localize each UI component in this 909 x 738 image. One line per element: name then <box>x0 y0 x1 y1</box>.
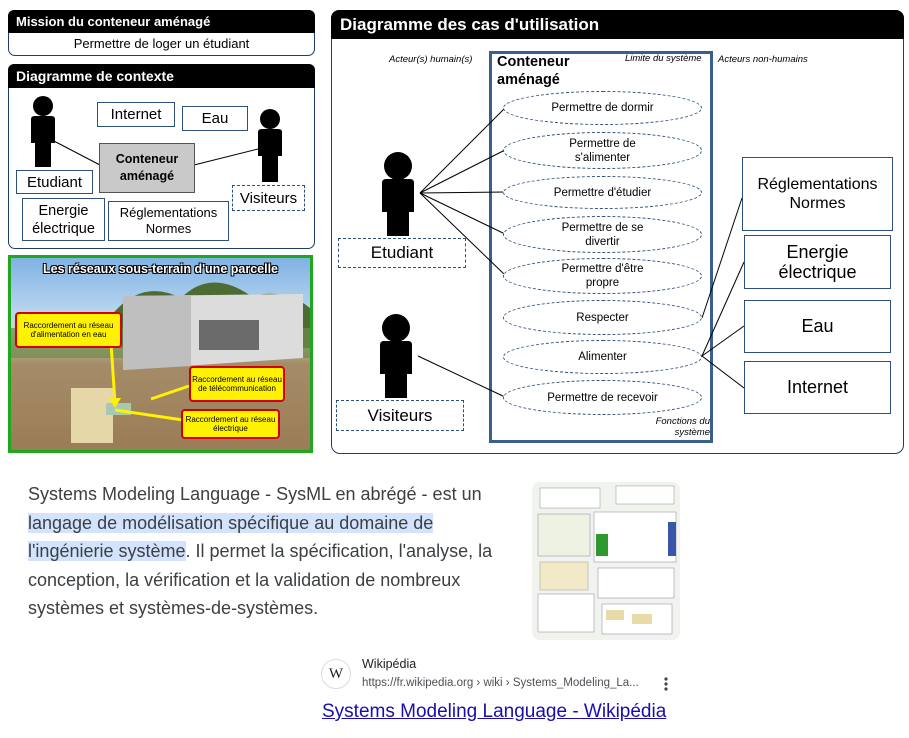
context-center: Conteneur aménagé <box>99 143 195 193</box>
callout-elec: Raccordement au réseau électrique <box>181 409 280 439</box>
snippet-text-pre: Systems Modeling Language - SysML en abr… <box>28 484 482 504</box>
actor-internet: Internet <box>744 361 891 414</box>
photo-scene <box>11 282 310 443</box>
source-url[interactable]: https://fr.wikipedia.org › wiki › System… <box>362 677 639 689</box>
context-energie: Energie électrique <box>22 198 105 241</box>
photo-title: Les réseaux sous-terrain d'une parcelle <box>42 262 279 276</box>
more-vert-icon[interactable] <box>660 676 672 692</box>
usecase-recevoir: Permettre de recevoir <box>503 380 702 415</box>
system-name: Conteneur aménagé <box>497 54 570 88</box>
usecase-etudier: Permettre d'étudier <box>503 176 702 209</box>
context-connectors <box>31 96 282 182</box>
actor-eau: Eau <box>744 300 891 353</box>
wikipedia-favicon[interactable]: W <box>321 659 351 689</box>
label-humans: Acteur(s) humain(s) <box>389 54 473 65</box>
result-title-link[interactable]: Systems Modeling Language - Wikipédia <box>322 701 667 722</box>
context-etudiant: Etudiant <box>16 170 93 194</box>
usecase-title: Diagramme des cas d'utilisation <box>331 10 904 39</box>
label-functions: Fonctions du système <box>655 416 710 438</box>
callout-arrows <box>109 342 190 422</box>
usecase-etudiant-person-icon <box>382 152 414 236</box>
callout-eau: Raccordement au réseau d'alimentation en… <box>15 312 122 348</box>
parcel-photo: Les réseaux sous-terrain d'une parcelle … <box>8 255 313 453</box>
mission-title: Mission du conteneur aménagé <box>8 10 315 33</box>
context-title: Diagramme de contexte <box>8 64 315 88</box>
label-nonhumans: Acteurs non-humains <box>718 54 808 65</box>
mission-panel: Mission du conteneur aménagé Permettre d… <box>8 10 315 56</box>
source-name[interactable]: Wikipédia <box>362 657 417 671</box>
usecase-connectors <box>380 107 745 398</box>
label-limit: Limite du système <box>625 53 702 64</box>
snippet-text-post: . Il permet la spécification, l'analyse,… <box>28 541 493 618</box>
context-internet: Internet <box>97 102 175 127</box>
sysml-diagram-thumbnail-image <box>532 482 680 640</box>
etudiant-person-icon <box>31 96 55 167</box>
actor-reglementations: Réglementations Normes <box>742 157 893 231</box>
usecase-respecter: Respecter <box>503 300 702 335</box>
mission-text: Permettre de loger un étudiant <box>73 36 250 51</box>
context-visiteurs: Visiteurs <box>232 185 305 211</box>
usecase-alimenter: Alimenter <box>503 340 702 374</box>
usecase-divertir: Permettre de se divertir <box>503 216 702 253</box>
actor-energie: Energie électrique <box>744 235 891 289</box>
callout-telecom: Raccordement au réseau de télécommunicat… <box>189 366 285 402</box>
actor-visiteurs: Visiteurs <box>336 400 464 431</box>
usecase-dormir: Permettre de dormir <box>503 91 702 125</box>
sysml-thumbnail[interactable] <box>532 482 680 640</box>
context-reglementations: Réglementations Normes <box>108 201 229 241</box>
actor-etudiant: Etudiant <box>338 238 466 268</box>
context-eau: Eau <box>182 106 248 131</box>
usecase-propre: Permettre d'être propre <box>503 258 702 294</box>
usecase-alimenter-soi: Permettre de s'alimenter <box>503 132 702 169</box>
visiteurs-person-icon <box>258 109 282 182</box>
wikipedia-w-icon: W <box>328 665 344 682</box>
usecase-visiteurs-person-icon <box>380 314 412 398</box>
search-snippet: Systems Modeling Language - SysML en abr… <box>28 480 514 623</box>
